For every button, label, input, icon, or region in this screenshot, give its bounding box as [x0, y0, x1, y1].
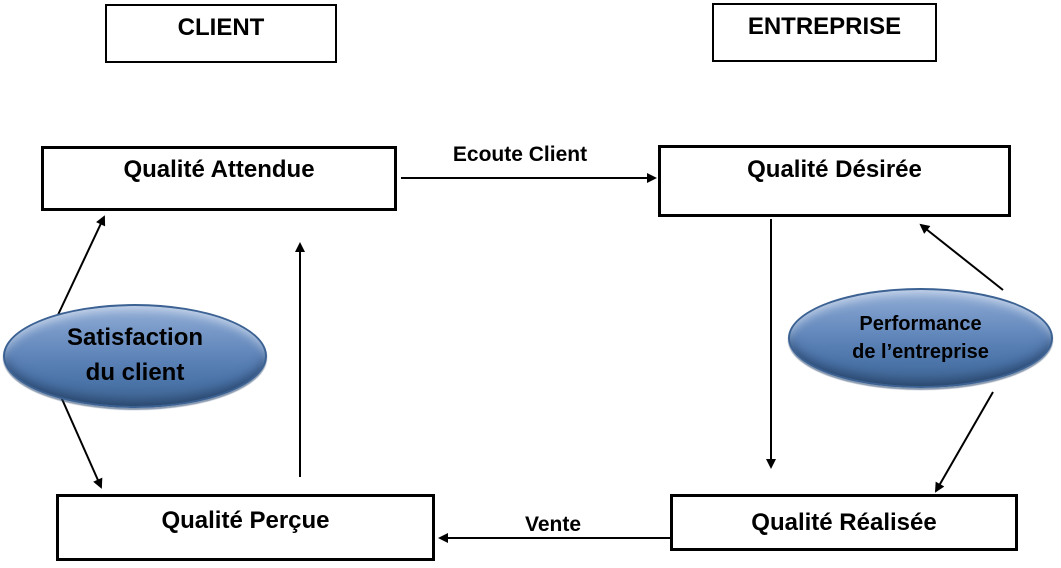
- satisfaction-line1: Satisfaction: [66, 324, 204, 352]
- qualite-realisee-label: Qualité Réalisée: [751, 508, 937, 536]
- arrow-satisfaction-to-attendue: [56, 215, 106, 318]
- client-header-box: CLIENT: [105, 4, 337, 63]
- qualite-attendue-label: Qualité Attendue: [123, 155, 315, 183]
- performance-line2: de l’entreprise: [852, 341, 989, 363]
- client-header-label: CLIENT: [177, 13, 265, 41]
- qualite-desiree-label: Qualité Désirée: [747, 156, 922, 183]
- satisfaction-ellipse: Satisfaction du client: [3, 304, 267, 408]
- entreprise-header-box: ENTREPRISE: [712, 3, 937, 62]
- qualite-attendue-box: Qualité Attendue: [41, 146, 397, 211]
- arrow-satisfaction-to-percue: [57, 389, 103, 489]
- arrow-performance-to-realisee: [935, 391, 994, 493]
- qualite-realisee-box: Qualité Réalisée: [670, 494, 1018, 551]
- qualite-percue-label: Qualité Perçue: [161, 506, 330, 534]
- entreprise-header-label: ENTREPRISE: [747, 12, 902, 40]
- arrow-performance-to-desiree: [919, 223, 1004, 291]
- ecoute-client-label: Ecoute Client: [452, 143, 588, 166]
- satisfaction-line2: du client: [85, 359, 185, 386]
- vente-label: Vente: [524, 513, 582, 536]
- qualite-desiree-box: Qualité Désirée: [658, 145, 1011, 217]
- qualite-percue-box: Qualité Perçue: [56, 494, 435, 561]
- performance-line1: Performance: [859, 313, 982, 335]
- performance-ellipse: Performance de l’entreprise: [788, 288, 1053, 388]
